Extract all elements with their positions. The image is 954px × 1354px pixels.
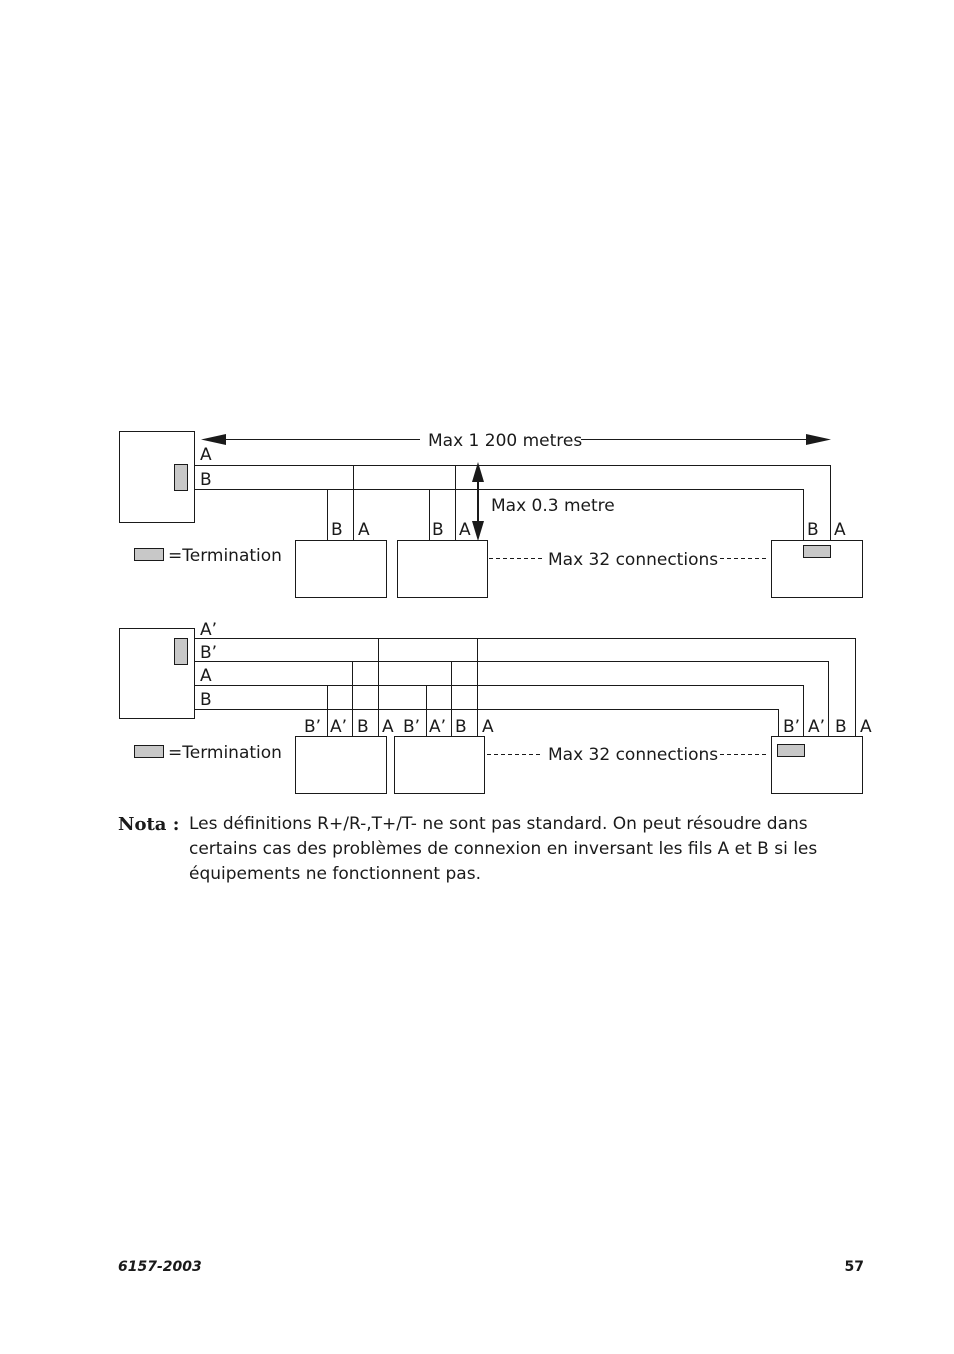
master-device-box-2 [119,628,195,719]
arrow-right-head [806,434,831,445]
legend-termination-swatch-2 [134,745,164,758]
node2-label-a-prime: A’ [429,717,446,737]
node3-label-b: B [807,520,819,540]
master-termination-2 [174,638,188,665]
node3-termination [803,545,831,558]
max-connections-label: Max 32 connections [548,550,718,570]
node1-box [295,540,387,598]
bus-wire-a-prime [194,638,856,736]
wire-label-a-2: A [200,666,212,686]
node1-box-2 [295,736,387,794]
bus-wire-b-2 [194,709,779,736]
node1-label-a: A [382,717,394,737]
node1-label-b: B [357,717,369,737]
nota-heading: Nota : [118,814,180,835]
diagram-4-wire: A’ B’ A B B’ A’ B A B’ A’ B A B’ A’ B A [119,620,872,794]
diagram-2-wire: Max 1 200 metres A B Max 0.3 metre B A B… [119,431,863,598]
node1-label-a-prime: A’ [330,717,347,737]
arrow-left-head [201,434,226,445]
node2-label-a: A [482,717,494,737]
bus-wire-b [194,489,804,540]
termination-legend-label-2: =Termination [168,743,282,763]
node2-box-2 [394,736,485,794]
wire-label-b: B [200,470,212,490]
node1-label-a: A [358,520,370,540]
node3-label-b: B [835,717,847,737]
node2-label-b: B [455,717,467,737]
node3-label-b-prime: B’ [783,717,800,737]
wire-label-a: A [200,445,212,465]
node2-label-a: A [459,520,471,540]
node2-label-b: B [432,520,444,540]
master-termination [174,464,188,491]
wire-label-b-prime: B’ [200,643,217,663]
node3-label-a: A [834,520,846,540]
bus-wire-a-2 [194,685,804,736]
max-connections-label-2: Max 32 connections [548,745,718,765]
node3-label-a-prime: A’ [808,717,825,737]
bus-wire-b-prime [194,661,829,736]
node1-label-b-prime: B’ [304,717,321,737]
wire-label-b-2: B [200,690,212,710]
footer-doc-number: 6157-2003 [118,1259,202,1275]
footer-page-number: 57 [844,1259,864,1275]
max-length-label: Max 1 200 metres [428,431,582,451]
node3-label-a: A [860,717,872,737]
nota-text: Les définitions R+/R-,T+/T- ne sont pas … [189,814,818,884]
node1-label-b: B [331,520,343,540]
node2-box [397,540,488,598]
bus-wire-a [194,465,831,540]
wire-label-a-prime: A’ [200,620,217,640]
stub-arrow-down-head [472,521,484,541]
node2-label-b-prime: B’ [403,717,420,737]
stub-arrow-up-head [472,462,484,482]
node3-termination-2 [777,744,805,757]
termination-legend-label: =Termination [168,546,282,566]
max-stub-label: Max 0.3 metre [491,496,615,516]
legend-termination-swatch [134,548,164,561]
